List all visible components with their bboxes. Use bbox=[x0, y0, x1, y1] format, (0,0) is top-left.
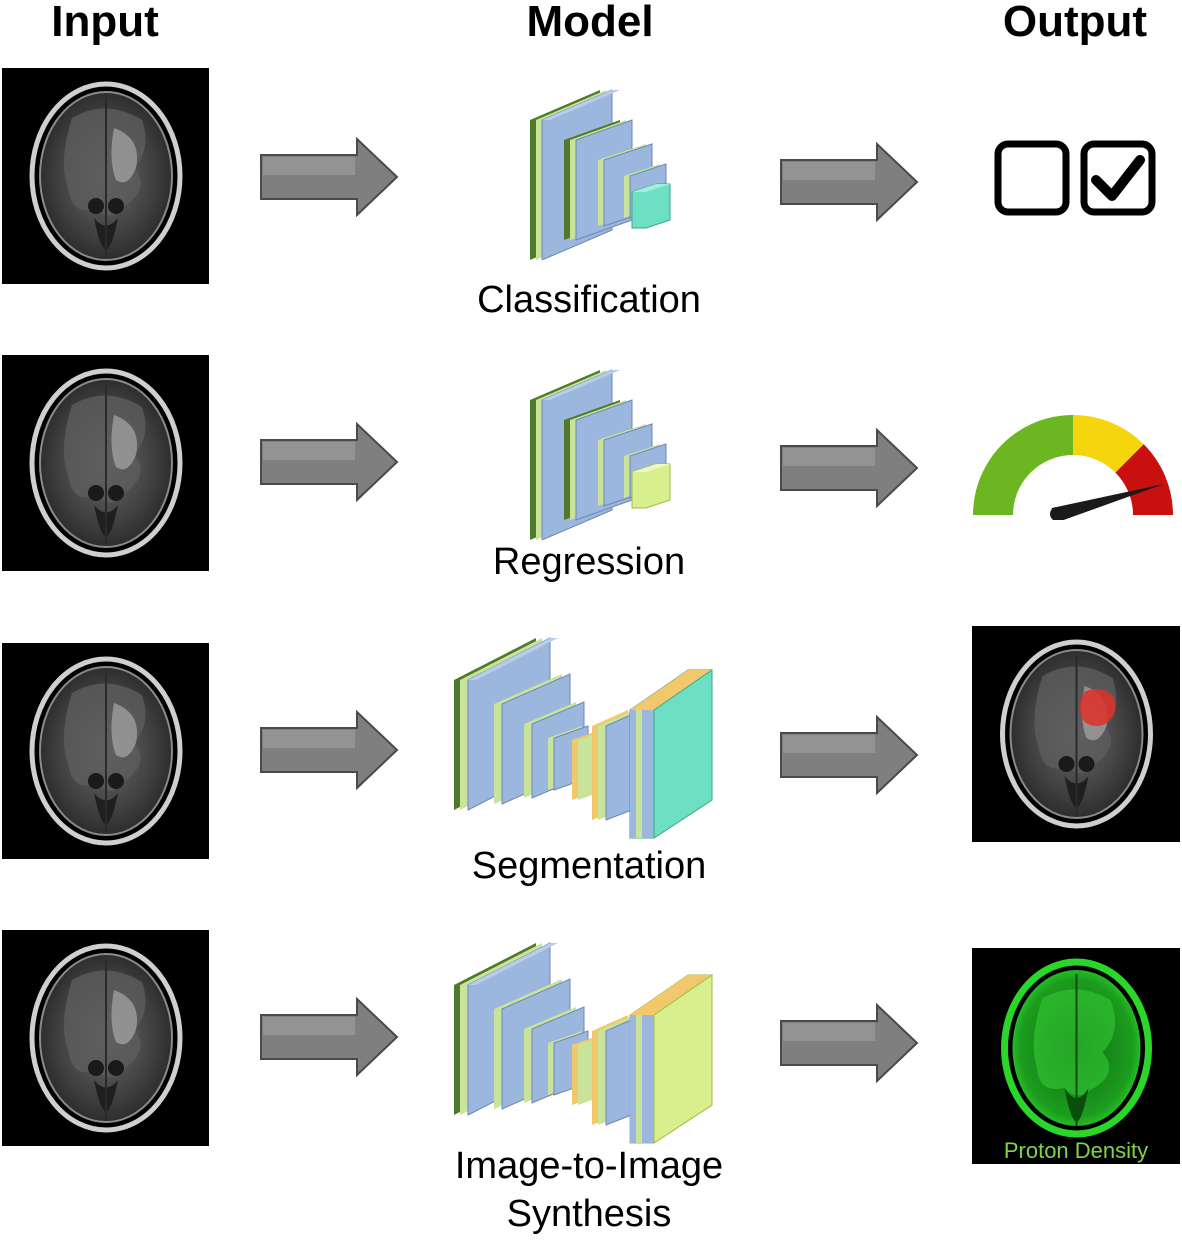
input-mri-image bbox=[2, 643, 209, 859]
synthesis-unet-model bbox=[450, 935, 720, 1145]
checkbox-icons bbox=[994, 140, 1158, 216]
input-mri-image bbox=[2, 68, 209, 284]
synthesis-label-line2: Synthesis bbox=[506, 1193, 672, 1235]
input-to-model-arrow bbox=[259, 710, 399, 790]
regression-label: Regression bbox=[492, 541, 686, 583]
synthesis-label-line1: Image-to-Image bbox=[454, 1145, 724, 1187]
input-to-model-arrow bbox=[259, 137, 399, 217]
empty-checkbox-icon bbox=[994, 140, 1070, 216]
input-mri-image bbox=[2, 355, 209, 571]
input-mri-image bbox=[2, 930, 209, 1146]
output-column-header: Output bbox=[1002, 0, 1148, 46]
segmentation-unet-model bbox=[450, 630, 720, 840]
segmented-output-mri bbox=[972, 626, 1180, 842]
model-to-output-arrow bbox=[779, 715, 919, 795]
classification-cnn-model bbox=[520, 80, 680, 261]
model-to-output-arrow bbox=[779, 142, 919, 222]
input-column-header: Input bbox=[51, 0, 159, 46]
tumor-segmentation-mask bbox=[1079, 688, 1116, 726]
model-column-header: Model bbox=[526, 0, 654, 46]
checked-checkbox-icon bbox=[1080, 140, 1156, 216]
regression-cnn-model bbox=[520, 360, 680, 541]
model-to-output-arrow bbox=[779, 1003, 919, 1083]
model-to-output-arrow bbox=[779, 428, 919, 508]
input-to-model-arrow bbox=[259, 422, 399, 502]
classification-label: Classification bbox=[477, 279, 701, 321]
synthesized-output-mri bbox=[972, 948, 1180, 1164]
input-to-model-arrow bbox=[259, 997, 399, 1077]
segmentation-label: Segmentation bbox=[471, 845, 707, 887]
proton-density-caption: Proton Density bbox=[1003, 1138, 1149, 1163]
gauge-icon bbox=[968, 410, 1178, 522]
